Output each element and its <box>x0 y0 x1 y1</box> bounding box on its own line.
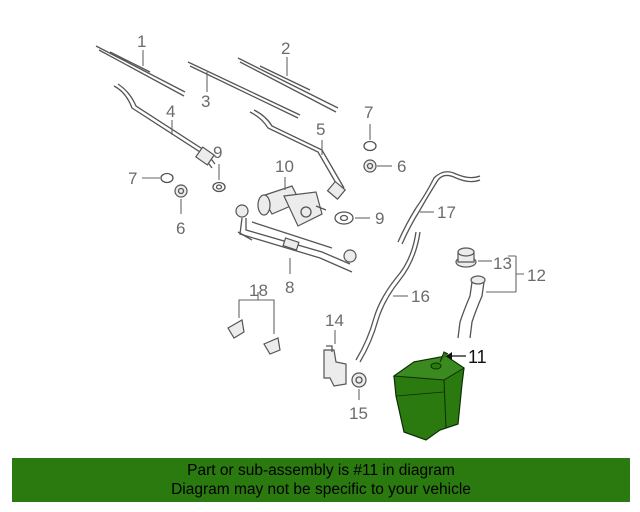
callout-9-left: 9 <box>213 143 222 162</box>
callout-15: 15 <box>349 404 368 423</box>
callout-17: 17 <box>437 203 456 222</box>
part-2-wiper-blade <box>237 57 339 113</box>
part-15-grommet <box>351 372 367 388</box>
part-6-nut-left <box>174 184 188 198</box>
callout-10: 10 <box>275 157 294 176</box>
part-16-washer-hose <box>355 231 421 363</box>
part-18-clips <box>227 319 281 355</box>
part-7-cap-right <box>363 140 377 152</box>
callout-16: 16 <box>411 287 430 306</box>
part-6-nut-right <box>363 159 377 173</box>
part-7-cap-left <box>160 172 174 184</box>
part-17-washer-hose <box>397 171 481 245</box>
callout-12: 12 <box>527 266 546 285</box>
banner-line-2: Diagram may not be specific to your vehi… <box>171 481 471 498</box>
part-1-wiper-blade <box>95 45 186 97</box>
part-5-wiper-arm <box>249 109 347 200</box>
callout-1: 1 <box>137 32 146 51</box>
callout-11: 11 <box>468 347 487 367</box>
callout-2: 2 <box>281 39 290 58</box>
callout-13: 13 <box>493 254 512 273</box>
part-13-reservoir-cap <box>455 247 477 268</box>
part-12-filler-neck <box>457 275 486 339</box>
parts-diagram: 1 2 3 4 5 6 7 7 <box>95 32 546 441</box>
callout-18: 18 <box>249 281 268 300</box>
callout-7-left: 7 <box>128 169 137 188</box>
callout-9-right: 9 <box>375 209 384 228</box>
part-9-washer-right <box>334 211 354 225</box>
banner-line-1: Part or sub-assembly is #11 in diagram <box>187 462 455 479</box>
callout-6-right: 6 <box>397 157 406 176</box>
part-4-wiper-arm <box>113 83 216 169</box>
callout-7-right: 7 <box>364 103 373 122</box>
part-3-blade-refill <box>187 61 301 119</box>
callout-14: 14 <box>325 311 344 330</box>
part-10-wiper-motor <box>257 185 327 227</box>
callout-5: 5 <box>316 120 325 139</box>
part-11-washer-reservoir[interactable] <box>392 351 465 441</box>
part-14-washer-pump <box>323 345 347 387</box>
callout-4: 4 <box>166 102 175 121</box>
callout-6-left: 6 <box>176 219 185 238</box>
part-9-washer-left <box>212 181 226 193</box>
info-banner: Part or sub-assembly is #11 in diagram D… <box>12 458 630 502</box>
part-8-wiper-linkage <box>235 204 357 273</box>
callout-3: 3 <box>201 92 210 111</box>
callout-8: 8 <box>285 278 294 297</box>
